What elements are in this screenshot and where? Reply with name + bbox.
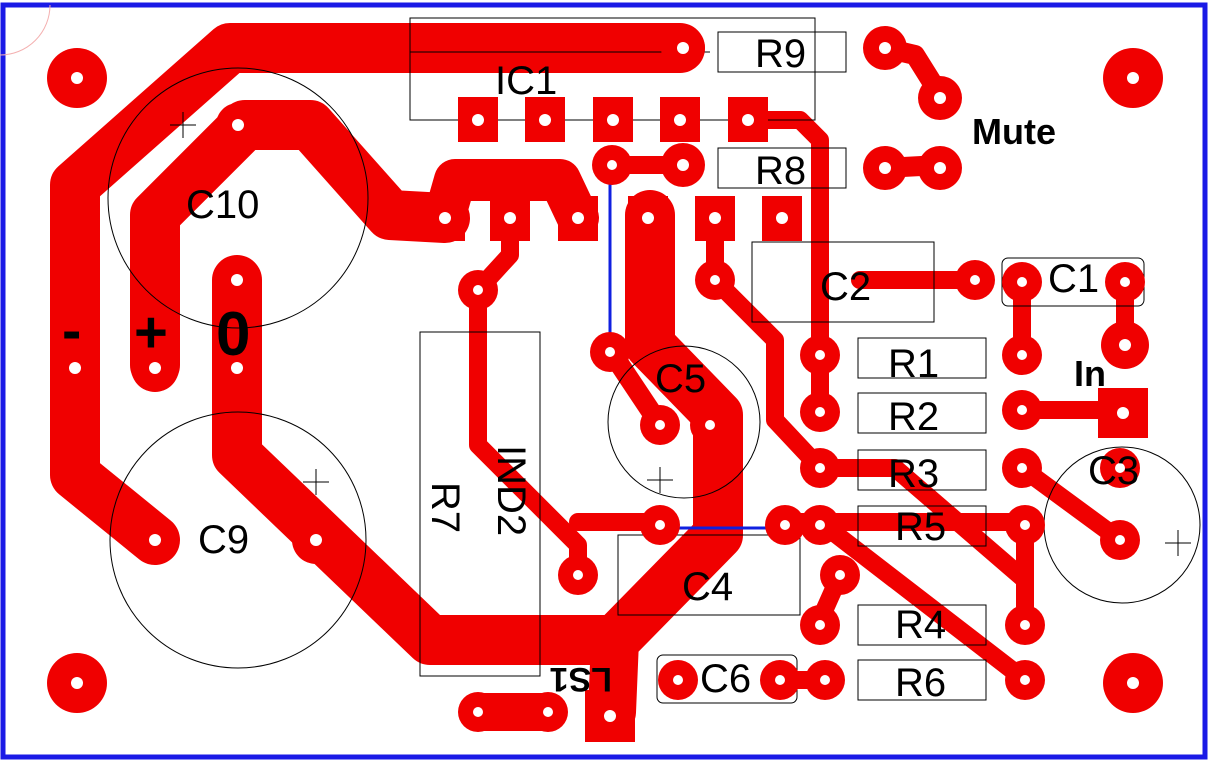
label-ic1: IC1 bbox=[495, 59, 557, 103]
c10-polarity-mark bbox=[170, 112, 196, 138]
label-c1: C1 bbox=[1048, 257, 1099, 301]
label-in: In bbox=[1074, 353, 1106, 394]
labels: IC1 R9 R8 Mute C10 C2 C1 - + 0 R1 In C5 … bbox=[62, 32, 1139, 705]
c2-outline bbox=[751, 241, 935, 323]
c9-polarity-mark bbox=[303, 469, 329, 495]
label-c9: C9 bbox=[198, 518, 249, 562]
label-c2: C2 bbox=[820, 265, 871, 309]
label-plus: + bbox=[134, 300, 168, 365]
trace-c3 bbox=[1013, 459, 1129, 549]
r6-outline bbox=[857, 659, 987, 701]
label-c3: C3 bbox=[1088, 449, 1139, 493]
r5-outline bbox=[857, 505, 987, 547]
trace-negative-rail bbox=[50, 23, 705, 565]
c10-outline bbox=[107, 67, 369, 329]
label-ind2: IND2 bbox=[489, 445, 533, 536]
r7-ind2-outline bbox=[419, 331, 541, 677]
label-zero: 0 bbox=[216, 300, 250, 369]
label-r8: R8 bbox=[755, 149, 806, 193]
trace-ind2 bbox=[469, 209, 587, 584]
component-outlines bbox=[107, 17, 1201, 704]
label-c6: C6 bbox=[700, 657, 751, 701]
r9-outline bbox=[717, 31, 847, 73]
label-ls1: LS1 bbox=[550, 660, 612, 698]
trace-positive-rail bbox=[130, 100, 470, 390]
label-r7: R7 bbox=[423, 482, 467, 533]
jumpers bbox=[608, 170, 785, 530]
r4-outline bbox=[857, 604, 987, 646]
label-r9: R9 bbox=[755, 32, 806, 76]
c3-polarity-mark bbox=[1165, 530, 1191, 556]
label-c10: C10 bbox=[186, 183, 259, 227]
r1-outline bbox=[857, 337, 987, 379]
label-r6: R6 bbox=[895, 661, 946, 705]
trace-ground-rail bbox=[212, 190, 743, 665]
label-r3: R3 bbox=[888, 452, 939, 496]
r2-outline bbox=[857, 392, 987, 434]
origin-marker bbox=[0, 4, 51, 56]
drill-holes bbox=[69, 42, 1139, 722]
trace-r6 bbox=[811, 513, 1034, 689]
label-minus: - bbox=[62, 298, 81, 363]
label-r5: R5 bbox=[895, 505, 946, 549]
label-r1: R1 bbox=[888, 342, 939, 386]
r8-outline bbox=[717, 147, 847, 189]
c4-outline bbox=[617, 534, 801, 616]
label-r2: R2 bbox=[888, 395, 939, 439]
label-c4: C4 bbox=[682, 565, 733, 609]
r3-outline bbox=[857, 449, 987, 491]
c5-outline bbox=[607, 345, 761, 499]
label-c5: C5 bbox=[655, 357, 706, 401]
c5-polarity-mark bbox=[647, 467, 673, 493]
label-mute: Mute bbox=[972, 111, 1056, 152]
c9-outline bbox=[109, 411, 367, 669]
label-r4: R4 bbox=[895, 603, 946, 647]
